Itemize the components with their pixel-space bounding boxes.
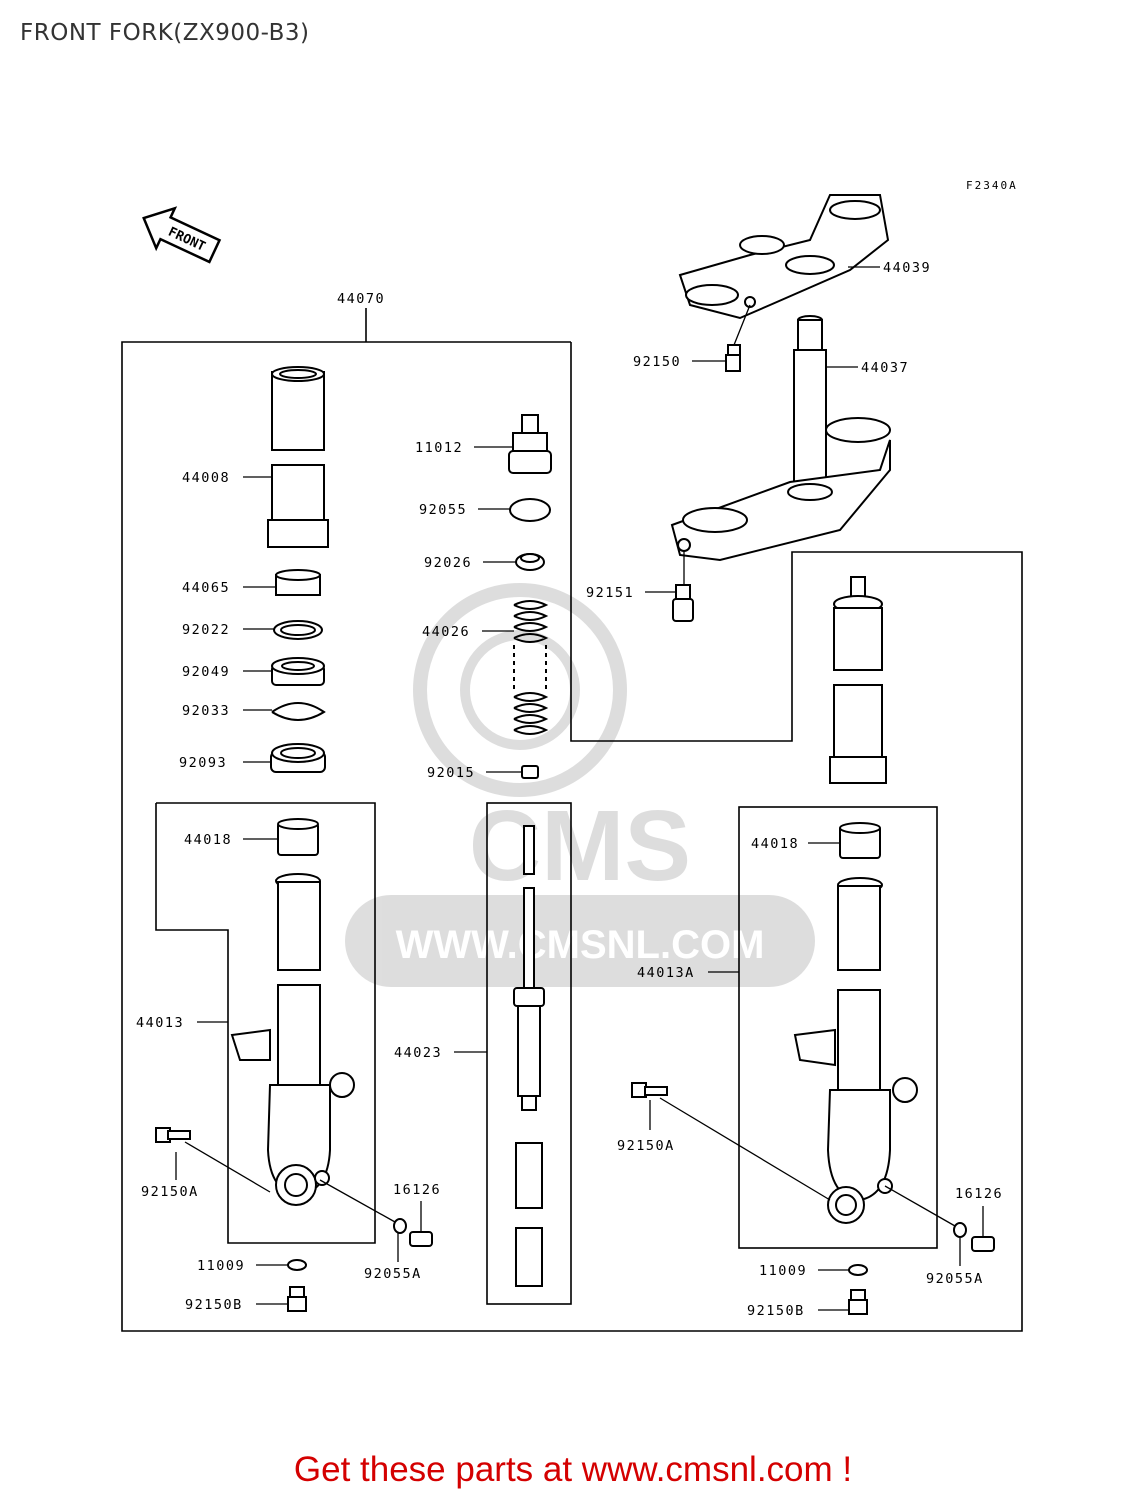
label-11009-left: 11009 bbox=[197, 1258, 245, 1274]
label-44018-left: 44018 bbox=[184, 832, 232, 848]
sub-box-left-lower bbox=[155, 802, 376, 1244]
part-drawings bbox=[155, 194, 995, 1315]
washer-right-92055A bbox=[953, 1222, 967, 1238]
washer-left-11009 bbox=[287, 1259, 307, 1271]
label-92015: 92015 bbox=[427, 765, 475, 781]
label-92150A-left: 92150A bbox=[141, 1184, 199, 1200]
label-44026: 44026 bbox=[422, 624, 470, 640]
inner-tube-left-44008 bbox=[267, 366, 329, 548]
label-92151: 92151 bbox=[586, 585, 634, 601]
upper-bracket-44039 bbox=[678, 194, 890, 320]
cap-bolt-11012 bbox=[508, 414, 552, 474]
washer-92022 bbox=[273, 620, 323, 640]
front-direction-arrow: FRONT bbox=[142, 206, 222, 264]
label-11009-right: 11009 bbox=[759, 1263, 807, 1279]
label-92049: 92049 bbox=[182, 664, 230, 680]
label-92150: 92150 bbox=[633, 354, 681, 370]
label-44070: 44070 bbox=[337, 291, 385, 307]
label-92055A-left: 92055A bbox=[364, 1266, 422, 1282]
label-44018-right: 44018 bbox=[751, 836, 799, 852]
sub-box-right-lower bbox=[738, 806, 938, 1249]
oil-seal-92049 bbox=[271, 657, 325, 686]
dust-seal-92093 bbox=[270, 743, 326, 773]
footer-promo-link[interactable]: Get these parts at www.cmsnl.com ! bbox=[293, 1450, 853, 1489]
o-ring-92055 bbox=[509, 498, 551, 522]
bushing-right-44018 bbox=[839, 822, 881, 859]
label-92150B-right: 92150B bbox=[747, 1303, 805, 1319]
circlip-92033 bbox=[271, 702, 326, 721]
cms-watermark: CMS WWW.CMSNL.COM bbox=[345, 583, 815, 987]
page-title: FRONT FORK(ZX900-B3) bbox=[20, 20, 310, 46]
exploded-parts-diagram: CMS WWW.CMSNL.COM FRONT bbox=[121, 194, 1023, 1332]
figure-code: F2340A bbox=[966, 179, 1018, 192]
label-92055A-right: 92055A bbox=[926, 1271, 984, 1287]
label-44013A: 44013A bbox=[637, 965, 695, 981]
label-44039: 44039 bbox=[883, 260, 931, 276]
bolt-right-92150A bbox=[631, 1082, 668, 1098]
assembly-outlines bbox=[121, 308, 1023, 1332]
damper-rod-44023 bbox=[513, 825, 545, 1287]
label-44023: 44023 bbox=[394, 1045, 442, 1061]
bolt-left-92150A bbox=[155, 1127, 191, 1143]
label-92150A-right: 92150A bbox=[617, 1138, 675, 1154]
label-44065: 44065 bbox=[182, 580, 230, 596]
bolt-92150 bbox=[725, 344, 741, 372]
steering-stem-44037 bbox=[670, 315, 891, 562]
outer-tube-left-44013 bbox=[230, 873, 355, 1206]
collar-92026 bbox=[515, 553, 545, 571]
label-16126-right: 16126 bbox=[955, 1186, 1003, 1202]
watermark-url: WWW.CMSNL.COM bbox=[396, 923, 765, 967]
bolt-right-92150B bbox=[848, 1289, 868, 1315]
watermark-brand: CMS bbox=[469, 790, 691, 902]
slide-bushing-44065 bbox=[275, 569, 321, 596]
label-44037: 44037 bbox=[861, 360, 909, 376]
bolt-92151 bbox=[672, 584, 694, 622]
assembly-box-44070 bbox=[121, 341, 1023, 1332]
bushing-left-44018 bbox=[277, 818, 319, 856]
sub-box-damper bbox=[486, 802, 572, 1305]
screw-right-16126 bbox=[971, 1236, 995, 1252]
screw-left-16126 bbox=[409, 1231, 433, 1247]
label-92055: 92055 bbox=[419, 502, 467, 518]
leader-lines bbox=[175, 266, 984, 1311]
label-11012: 11012 bbox=[415, 440, 463, 456]
bolt-left-92150B bbox=[287, 1286, 307, 1312]
label-16126-left: 16126 bbox=[393, 1182, 441, 1198]
label-92026: 92026 bbox=[424, 555, 472, 571]
label-92093: 92093 bbox=[179, 755, 227, 771]
label-44008: 44008 bbox=[182, 470, 230, 486]
outer-tube-right-44013A bbox=[793, 877, 918, 1224]
part-number-labels: 44070 44008 44065 92022 92049 92033 9209… bbox=[136, 260, 1003, 1319]
washer-right-11009 bbox=[848, 1264, 868, 1276]
inner-tube-right bbox=[829, 576, 887, 784]
washer-left-92055A bbox=[393, 1218, 407, 1234]
label-44013: 44013 bbox=[136, 1015, 184, 1031]
nut-92015 bbox=[521, 765, 539, 779]
label-92150B-left: 92150B bbox=[185, 1297, 243, 1313]
label-92033: 92033 bbox=[182, 703, 230, 719]
spring-44026 bbox=[513, 600, 549, 735]
label-92022: 92022 bbox=[182, 622, 230, 638]
